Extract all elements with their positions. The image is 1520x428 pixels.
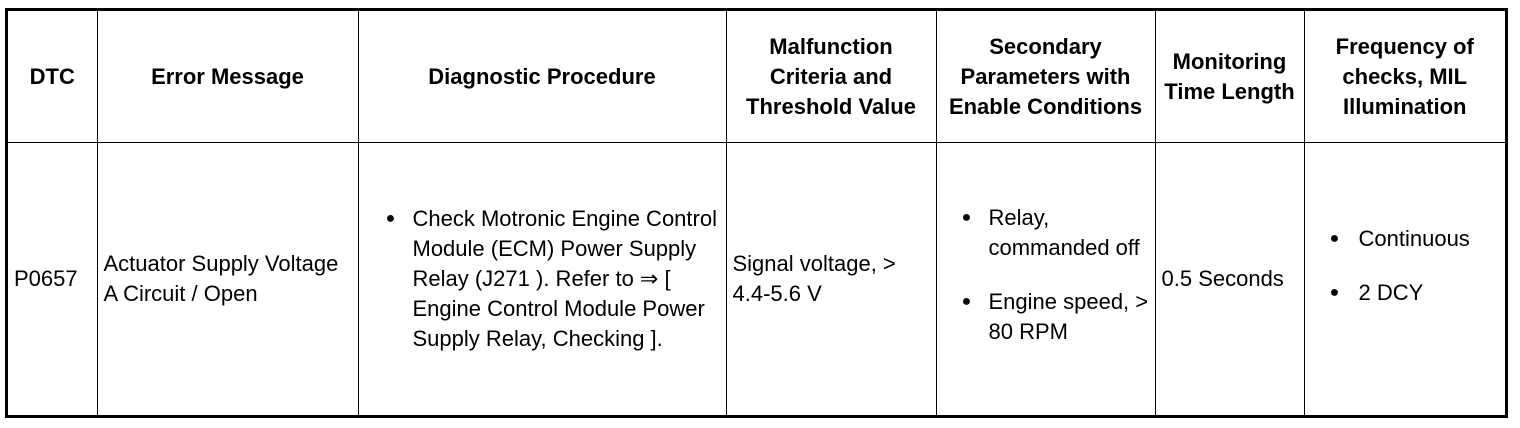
bullet-icon: ● bbox=[961, 209, 972, 226]
dtc-table: DTC Error Message Diagnostic Procedure M… bbox=[8, 11, 1505, 415]
header-secondary-parameters: Secondary Parameters with Enable Conditi… bbox=[935, 11, 1156, 143]
cell-malfunction-criteria: Signal voltage, > 4.4-5.6 V bbox=[725, 142, 937, 415]
cell-error-message: Actuator Supply Voltage A Circuit / Open bbox=[96, 142, 359, 415]
cell-frequency: ● Continuous ● 2 DCY bbox=[1303, 142, 1505, 415]
list-item: ● Continuous bbox=[1311, 224, 1500, 254]
cell-monitoring-time: 0.5 Seconds bbox=[1154, 142, 1305, 415]
header-monitoring-time: Monitoring Time Length bbox=[1154, 11, 1305, 143]
list-item: ● Relay, commanded off bbox=[943, 203, 1149, 263]
frequency-list: ● Continuous ● 2 DCY bbox=[1311, 224, 1500, 308]
bullet-icon: ● bbox=[961, 293, 972, 310]
header-malfunction-criteria: Malfunction Criteria and Threshold Value bbox=[725, 11, 937, 143]
cell-secondary-parameters: ● Relay, commanded off ● Engine speed, >… bbox=[935, 142, 1156, 415]
dtc-table-container: DTC Error Message Diagnostic Procedure M… bbox=[5, 8, 1508, 418]
frequency-text: Continuous bbox=[1358, 226, 1470, 251]
table-row: P0657 Actuator Supply Voltage A Circuit … bbox=[8, 142, 1505, 415]
list-item: ● Check Motronic Engine Control Module (… bbox=[365, 204, 720, 354]
secondary-parameters-list: ● Relay, commanded off ● Engine speed, >… bbox=[943, 203, 1149, 347]
header-row: DTC Error Message Diagnostic Procedure M… bbox=[8, 11, 1505, 143]
bullet-icon: ● bbox=[385, 210, 396, 227]
header-dtc: DTC bbox=[8, 11, 98, 143]
list-item: ● 2 DCY bbox=[1311, 278, 1500, 308]
bullet-icon: ● bbox=[1329, 284, 1340, 301]
bullet-icon: ● bbox=[1329, 230, 1340, 247]
parameter-text: Relay, commanded off bbox=[988, 205, 1140, 260]
header-error-message: Error Message bbox=[96, 11, 359, 143]
header-frequency: Frequency of checks, MIL Illumination bbox=[1303, 11, 1505, 143]
procedure-text: Check Motronic Engine Control Module (EC… bbox=[412, 206, 717, 351]
cell-diagnostic-procedure: ● Check Motronic Engine Control Module (… bbox=[357, 142, 727, 415]
diagnostic-procedure-list: ● Check Motronic Engine Control Module (… bbox=[365, 204, 720, 354]
frequency-text: 2 DCY bbox=[1358, 280, 1424, 305]
header-diagnostic-procedure: Diagnostic Procedure bbox=[357, 11, 727, 143]
cell-dtc: P0657 bbox=[8, 142, 98, 415]
list-item: ● Engine speed, > 80 RPM bbox=[943, 287, 1149, 347]
parameter-text: Engine speed, > 80 RPM bbox=[988, 289, 1149, 344]
